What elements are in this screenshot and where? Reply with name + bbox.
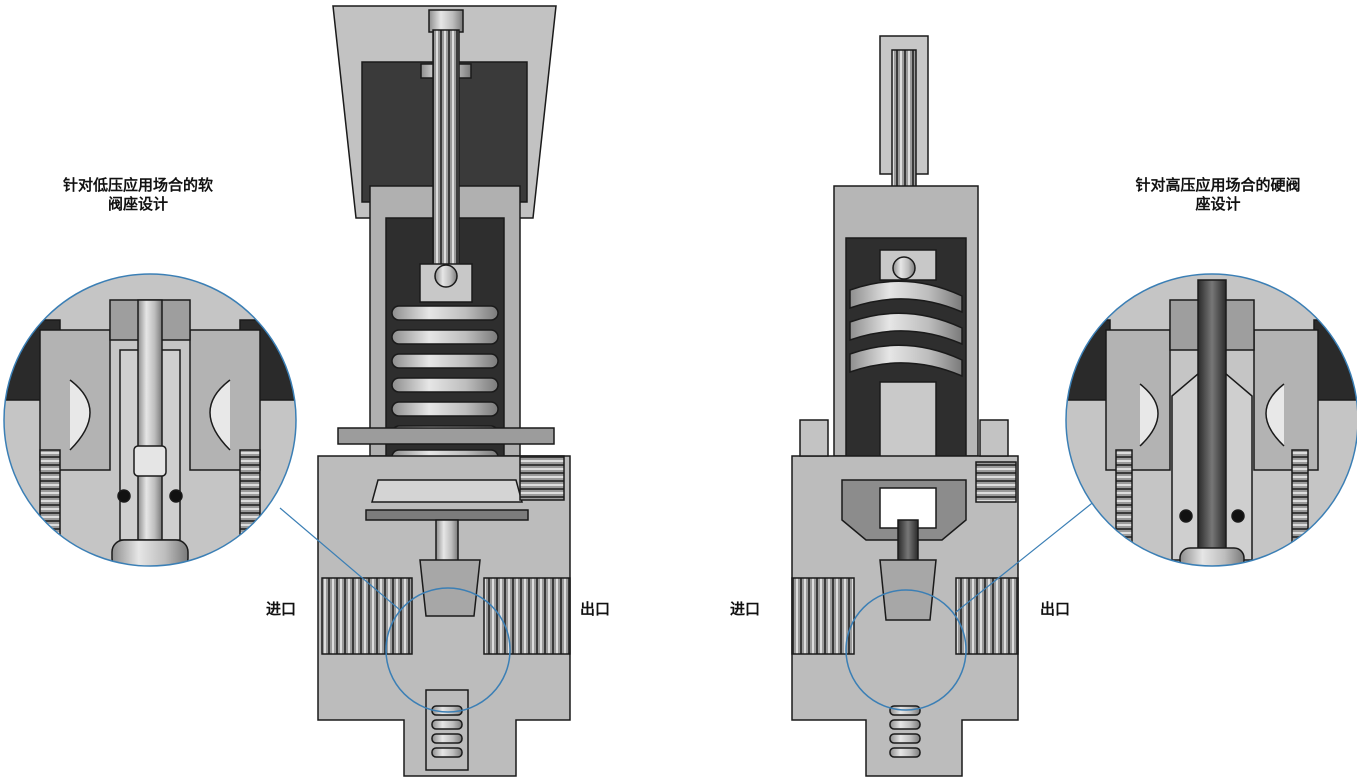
right-outlet-label: 出口 (1040, 600, 1071, 618)
right-main-spring (849, 280, 963, 378)
left-diaphragm (365, 509, 529, 521)
right-outlet-port (955, 577, 1019, 655)
left-inlet-port (321, 577, 413, 655)
left-screw-head (428, 9, 464, 33)
left-gauge-port (519, 455, 565, 501)
left-detail-circle (3, 273, 297, 567)
left-detail-view (4, 274, 296, 566)
right-poppet-spring (889, 705, 921, 758)
right-inlet-label: 进口 (730, 600, 761, 618)
left-callout-line (279, 507, 401, 611)
right-detail-circle (1065, 273, 1357, 567)
left-caption-line1: 针对低压应用场合的软 (62, 176, 213, 194)
right-regulator (791, 35, 1019, 777)
left-caption-line2: 阀座设计 (107, 195, 168, 213)
left-adjust-screw (432, 29, 460, 267)
right-inlet-port (791, 577, 855, 655)
right-callout-line (955, 499, 1097, 613)
right-gauge-port (975, 461, 1017, 503)
left-regulator (317, 5, 571, 777)
left-inlet-label: 进口 (266, 600, 297, 618)
right-detail-marker (845, 589, 967, 711)
left-caption: 针对低压应用场合的软 阀座设计 (18, 176, 258, 214)
right-caption-line1: 针对高压应用场合的硬阀 (1135, 176, 1301, 194)
left-poppet-spring (431, 705, 463, 758)
left-diaphragm-plate (371, 479, 523, 503)
left-outlet-port (483, 577, 571, 655)
right-caption: 针对高压应用场合的硬阀 座设计 (1098, 176, 1338, 214)
left-detail-marker (385, 587, 511, 713)
right-caption-line2: 座设计 (1195, 195, 1241, 213)
left-ball (434, 264, 458, 288)
left-outlet-label: 出口 (580, 600, 611, 618)
